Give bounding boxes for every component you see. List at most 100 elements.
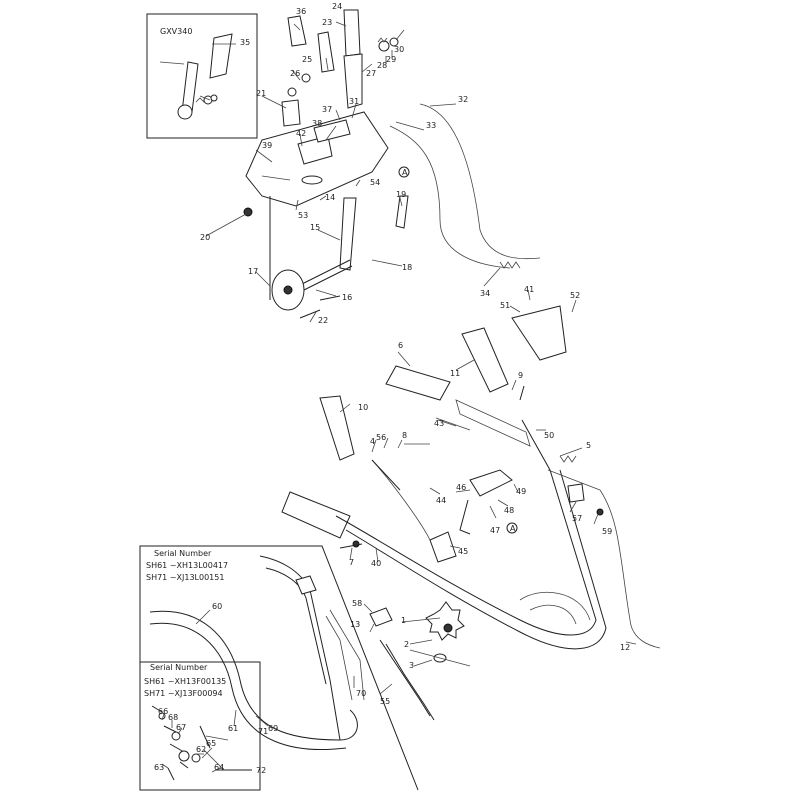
part-label: 3 [409, 661, 414, 670]
part-label: 36 [296, 7, 306, 16]
ref-mark-a-lower [506, 522, 518, 534]
part-label: 58 [352, 599, 362, 608]
lever-23 [317, 31, 335, 73]
gear-1 [425, 601, 465, 641]
part-label: 6 [398, 341, 403, 350]
part-label: 9 [518, 371, 523, 380]
part-label: 69 [268, 724, 278, 733]
part-label: 7 [349, 558, 354, 567]
part-label: 1 [401, 616, 406, 625]
part-label: 70 [356, 689, 366, 698]
part-label: 63 [154, 763, 164, 772]
part-label: 33 [426, 121, 436, 130]
serial-box-2-line2: SH71 ~XJ13F00094 [144, 689, 223, 698]
part-label: 15 [310, 223, 320, 232]
part-label: 32 [458, 95, 468, 104]
part-label: 49 [516, 487, 526, 496]
part-label: 30 [394, 45, 404, 54]
serial-box-1-title: Serial Number [154, 549, 212, 558]
serial-box-2-title: Serial Number [150, 663, 208, 672]
grip-6 [385, 365, 451, 401]
cable-44 [371, 459, 431, 541]
part-label: 23 [322, 18, 332, 27]
part-label: 62 [196, 745, 206, 754]
part-label: 13 [350, 620, 360, 629]
part-label: 18 [402, 263, 412, 272]
part-label: 28 [377, 61, 387, 70]
part-label: 35 [240, 38, 250, 47]
part-label: 51 [500, 301, 510, 310]
part-label: 68 [168, 713, 178, 722]
part-label: 46 [456, 483, 466, 492]
part-label: 71 [258, 727, 268, 736]
grip-11 [461, 327, 509, 393]
part-label: 53 [298, 211, 308, 220]
part-label: 19 [396, 190, 406, 199]
part-label: 44 [436, 496, 446, 505]
serial-box-1-line2: SH71 ~XJ13L00151 [146, 573, 224, 582]
knob-21 [281, 99, 301, 127]
lever-10 [319, 395, 355, 461]
part-label: 21 [256, 89, 266, 98]
cover-51 [511, 305, 567, 361]
bracket-57 [567, 483, 585, 503]
part-label: 17 [248, 267, 258, 276]
part-label: 54 [370, 178, 380, 187]
part-label: 55 [380, 697, 390, 706]
part-label: 12 [620, 643, 630, 652]
serial-box-2-line1: SH61 ~XH13F00135 [144, 677, 226, 686]
part-label: 56 [376, 433, 386, 442]
ref-mark-a-upper-text: A [402, 168, 408, 177]
part-label: 16 [342, 293, 352, 302]
part-label: 8 [402, 431, 407, 440]
part-label: 4 [370, 437, 375, 446]
part-label: 31 [349, 97, 359, 106]
part-label: 50 [544, 431, 554, 440]
part-label: 2 [404, 640, 409, 649]
rod-55 [379, 639, 431, 717]
part-label: 5 [586, 441, 591, 450]
part-label: 26 [290, 69, 300, 78]
part-label: 38 [312, 119, 322, 128]
part-label: 40 [371, 559, 381, 568]
part-label: 45 [458, 547, 468, 556]
part-label: 72 [256, 766, 266, 775]
part-label: 37 [322, 105, 332, 114]
part-label: 27 [366, 69, 376, 78]
cable-33 [389, 125, 511, 269]
part-label: 39 [262, 141, 272, 150]
part-label: 60 [212, 602, 222, 611]
part-label: 61 [228, 724, 238, 733]
part-label: 48 [504, 506, 514, 515]
part-label: 34 [480, 289, 490, 298]
part-label: 41 [524, 285, 534, 294]
part-label: 29 [386, 55, 396, 64]
handle-frame [335, 419, 597, 636]
engine-model-label: GXV340 [160, 27, 192, 36]
inset-knob-35 [209, 33, 233, 79]
grip-45 [429, 531, 457, 563]
part-label: 43 [434, 419, 444, 428]
part-label: 14 [325, 193, 335, 202]
part-label: 11 [450, 369, 460, 378]
ref-mark-a-lower-text: A [510, 524, 516, 533]
cable-12 [599, 489, 661, 649]
lever-24 [343, 9, 361, 57]
inset-lever-24 [181, 61, 199, 113]
part-label: 22 [318, 316, 328, 325]
lever-36 [287, 15, 307, 47]
part-label: 42 [296, 129, 306, 138]
serial-box-2 [139, 661, 261, 791]
part-label: 10 [358, 403, 368, 412]
cable-32 [419, 103, 541, 260]
part-label: 65 [206, 739, 216, 748]
serial-box-1-line1: SH61 ~XH13L00417 [146, 561, 228, 570]
part-label: 47 [490, 526, 500, 535]
part-label: 64 [214, 763, 224, 772]
part-label: 59 [602, 527, 612, 536]
bracket-58 [369, 607, 393, 627]
engine-inset-box [146, 13, 258, 139]
part-label: 57 [572, 514, 582, 523]
